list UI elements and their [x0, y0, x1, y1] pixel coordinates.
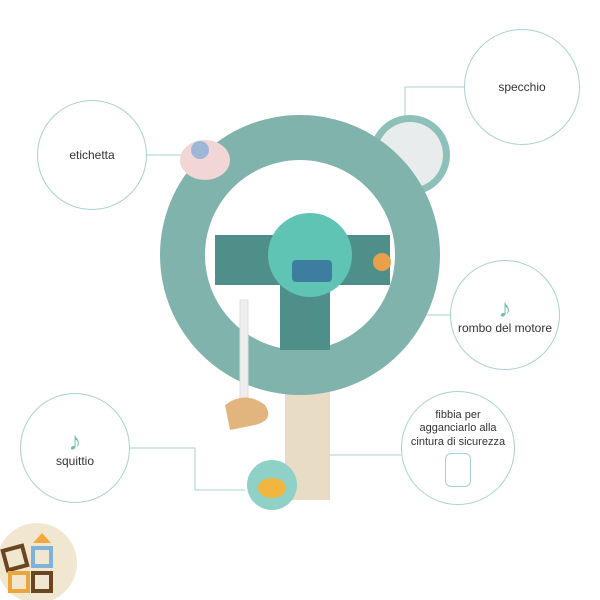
- callout-squeak: ♪ squittio: [20, 393, 130, 503]
- car-seat-icon: [445, 452, 471, 487]
- steering-wheel: [160, 115, 440, 395]
- bee-rattle: [247, 460, 297, 510]
- music-note-icon: ♪: [68, 425, 82, 456]
- callout-buckle: fibbia per agganciarlo alla cintura di s…: [401, 391, 515, 505]
- callout-label-text: etichetta: [69, 147, 115, 162]
- brand-logo: [0, 523, 77, 600]
- callout-mirror-text: specchio: [498, 79, 546, 94]
- label-tag: [180, 140, 230, 180]
- callout-mirror: specchio: [464, 29, 580, 145]
- callout-buckle-text: fibbia per agganciarlo alla cintura di s…: [410, 409, 506, 448]
- callout-label: etichetta: [37, 100, 147, 210]
- callout-squeak-text: squittio: [55, 453, 95, 468]
- wooden-key: [225, 397, 269, 430]
- callout-engine: ♪ rombo del motore: [450, 260, 560, 370]
- ribbon: [239, 299, 249, 411]
- music-note-icon: ♪: [498, 292, 512, 323]
- callout-engine-text: rombo del motore: [457, 320, 553, 335]
